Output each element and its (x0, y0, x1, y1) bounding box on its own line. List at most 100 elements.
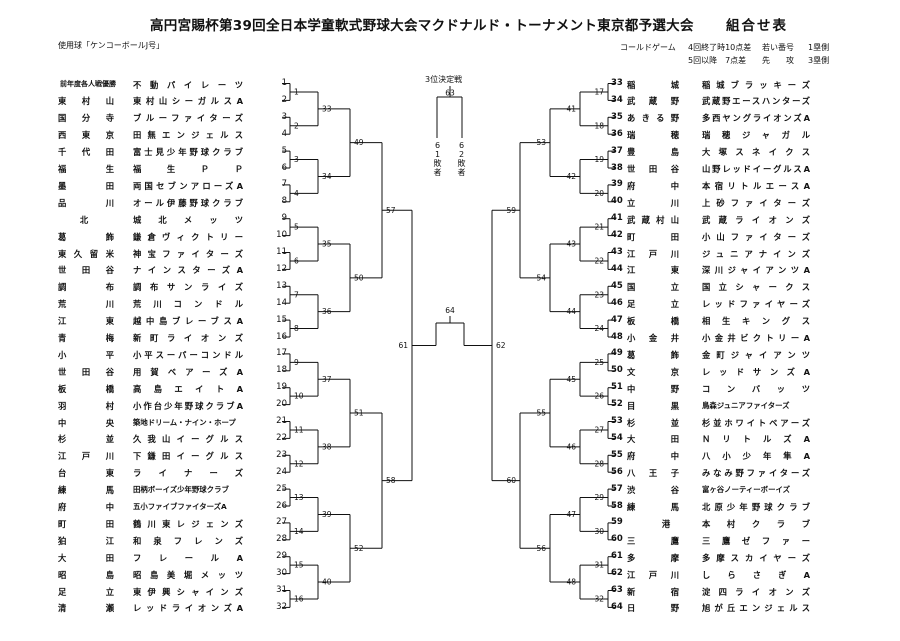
left-team-number: 27 (276, 517, 287, 528)
left-team-name: フレールA (133, 552, 243, 563)
right-team-name: 大塚スネイクス (702, 147, 810, 158)
right-team-name: ジュニアナインズ (702, 248, 810, 259)
left-team-name: 五小ファイブファイターズA (133, 502, 227, 511)
left-team-name: 高島エイトA (133, 383, 243, 394)
right-team-area: 日野 (627, 603, 679, 614)
left-team-number: 29 (276, 551, 287, 562)
right-team-name: 淀四ライオンズ (702, 586, 810, 597)
left-team-name: 下鎌田イーグルス (133, 451, 243, 462)
left-team-area: 東久留米 (58, 248, 114, 259)
left-team-area: 杉並 (58, 434, 114, 445)
left-team-number: 12 (276, 263, 287, 274)
left-team-number: 7 (281, 179, 287, 190)
right-team-number: 52 (611, 399, 623, 410)
right-team-name: 北原少年野球クラブ (702, 502, 810, 512)
left-team-name: 小平スーパーコンドル (133, 349, 243, 360)
left-team-area: 町田 (58, 518, 114, 529)
left-team-name: 東伊興シャインズ (133, 586, 243, 597)
left-team-name: 田無エンジェルス (133, 130, 243, 141)
right-team-number: 48 (611, 331, 623, 342)
rule-side-1: 若い番号 (762, 43, 794, 52)
left-team-area: 千代田 (58, 147, 114, 158)
right-team-number: 56 (611, 466, 623, 477)
left-team-number: 26 (276, 500, 287, 511)
right-team-area: 渋谷 (627, 485, 679, 496)
right-team-name: 小金井ビクトリーA (702, 333, 810, 343)
left-team-area: 足立 (58, 586, 114, 597)
left-team-number: 28 (276, 534, 287, 545)
right-team-area: 立川 (627, 197, 679, 208)
left-team-number: 25 (276, 483, 287, 494)
right-team-number: 43 (611, 247, 623, 257)
right-team-number: 46 (611, 297, 623, 308)
right-team-number: 35 (611, 111, 623, 122)
right-team-area: 府中 (627, 180, 679, 191)
right-team-number: 63 (611, 585, 623, 595)
left-team-number: 13 (276, 280, 287, 291)
right-team-name: 武蔵野エースハンターズ (702, 96, 810, 107)
third-place-game-number: 63 (445, 89, 455, 98)
left-team-name: オール伊藤野球クラブ (133, 197, 243, 208)
right-team-number: 44 (611, 263, 623, 274)
left-team-area: 練馬 (58, 485, 114, 496)
left-team-number: 24 (276, 466, 287, 477)
left-team-name: レッドライオンズA (133, 603, 243, 614)
left-team-area: 世田谷 (58, 265, 114, 276)
left-team-name: 久我山イーグルス (133, 434, 243, 445)
page-title: 高円宮賜杯第39回全日本学童軟式野球大会マクドナルド・トーナメント東京都予選大会 (150, 18, 694, 34)
left-game-number: 61 (398, 341, 408, 350)
right-team-number: 60 (611, 534, 623, 545)
right-team-name: 多摩スカイヤーズ (702, 552, 810, 563)
right-team-name: 瑞穂ジャガル (702, 130, 810, 141)
right-team-name: 本村クラブ (702, 518, 810, 529)
right-team-area: 八王子 (627, 468, 679, 479)
right-team-number: 55 (611, 449, 623, 460)
left-team-number: 5 (281, 145, 287, 156)
left-team-area: 世田谷 (58, 366, 114, 377)
left-team-name: 神宝ファイターズ (133, 248, 243, 259)
left-team-area: 西東京 (58, 130, 114, 141)
left-team-area: 大田 (58, 552, 114, 563)
right-team-name: 三鷹ゼファー (702, 535, 810, 546)
left-team-name: 富士見少年野球クラブ (133, 147, 243, 158)
right-team-number: 40 (611, 196, 623, 207)
right-team-number: 42 (611, 230, 623, 241)
left-team-name: 越中島ブレーブスA (133, 316, 243, 327)
left-team-name: 田柄ボーイズ少年野球クラブ (133, 485, 229, 495)
right-team-name: 鳥森ジュニアファイターズ (702, 400, 790, 410)
right-team-number: 41 (611, 213, 623, 224)
left-team-area: 葛飾 (58, 231, 114, 242)
right-team-number: 62 (611, 568, 623, 579)
third-place-right-source: 62敗者 (457, 141, 466, 177)
right-team-number: 54 (611, 432, 623, 443)
right-team-area: 板橋 (627, 316, 679, 327)
right-team-area: 葛飾 (627, 349, 679, 360)
left-team-number: 30 (276, 568, 287, 579)
right-team-number: 57 (611, 483, 623, 494)
left-team-name: 不動パイレーツ (133, 79, 243, 90)
left-team-number: 18 (276, 365, 287, 376)
right-team-number: 38 (611, 162, 623, 173)
right-team-name: ＮリトルズA (702, 434, 810, 445)
left-team-number: 11 (276, 247, 287, 257)
right-team-number: 34 (611, 94, 623, 105)
right-team-name: 富ヶ谷ノーティーボーイズ (702, 485, 791, 495)
right-team-area: 世田谷 (627, 164, 679, 174)
left-header-label: 前年度各人戦優勝 (60, 80, 116, 88)
right-team-number: 47 (611, 314, 623, 325)
right-team-number: 59 (611, 517, 623, 528)
left-team-name: 荒川コンドル (133, 299, 243, 310)
right-team-area: 文京 (627, 366, 679, 377)
left-team-area: 福生 (58, 164, 114, 174)
right-team-number: 33 (611, 78, 623, 88)
final-game-number: 64 (445, 306, 455, 315)
left-team-area: 青梅 (58, 333, 114, 343)
left-team-name: 昭島美堀メッツ (133, 569, 243, 580)
ball-note: 使用球「ケンコーボールJ号」 (58, 41, 165, 50)
left-team-number: 16 (276, 331, 287, 342)
right-team-number: 53 (611, 416, 623, 426)
right-team-number: 39 (611, 179, 623, 190)
right-team-area: 練馬 (627, 502, 679, 512)
left-team-area: 狛江 (58, 535, 114, 546)
